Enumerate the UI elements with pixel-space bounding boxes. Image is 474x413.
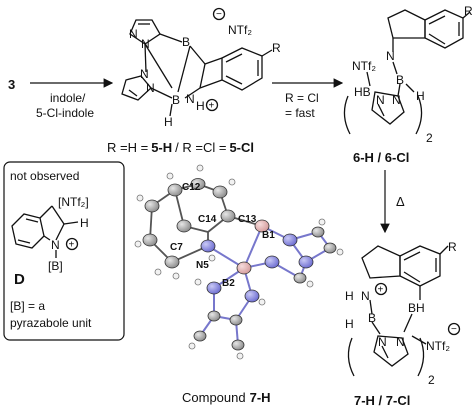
c7-h2: H: [345, 317, 354, 331]
box-boron-unit: [B]: [48, 259, 63, 273]
c5-bh-hydrogen: H: [164, 115, 173, 129]
c6-hb-atom: HB: [354, 85, 371, 99]
c5-indole-nitrogen: N: [186, 92, 195, 106]
c6-n2-label: N: [392, 93, 401, 107]
c7-minus-sign: −: [451, 324, 457, 335]
c7-boron: B: [368, 311, 376, 325]
box-plus-circle: [65, 237, 79, 251]
c5-boron-lower: B: [172, 93, 180, 107]
atom-label-c12: C12: [182, 182, 201, 193]
compound-6-structure: [343, 9, 471, 135]
c6-subscript: 2: [426, 131, 433, 145]
compound-7-label: 7-H / 7-Cl: [354, 393, 410, 408]
c7-bh: BH: [408, 301, 425, 315]
c6-boron: B: [396, 73, 404, 87]
box-note-line2: pyrazabole unit: [10, 316, 92, 330]
atom-label-c13: C13: [238, 214, 257, 225]
c7-plus-circle: [374, 282, 388, 296]
compound-6-label: 6-H / 6-Cl: [353, 150, 409, 165]
box-nitrogen: N: [51, 238, 60, 252]
c5-n2-label: N: [141, 37, 150, 51]
c6-ntf2-group: NTf₂: [352, 59, 376, 73]
atom-label-n5: N5: [196, 260, 209, 271]
reactant-number: 3: [8, 77, 15, 92]
atom-label-c14: C14: [198, 214, 217, 225]
c7-n2: N: [378, 335, 387, 349]
c5-boron-upper: B: [182, 35, 190, 49]
compound-5-label: R =H =5-H/ R =Cl =5-Cl: [107, 140, 254, 155]
compound-5-structure: [121, 19, 273, 117]
atom-label-b1: B1: [262, 230, 275, 241]
c5-n1-label: N: [129, 27, 138, 41]
c5-substituent: R: [272, 41, 281, 55]
step2-line1: R = Cl: [285, 91, 319, 105]
c5-counterion: NTf₂: [228, 23, 252, 37]
c5-plus-sign: +: [209, 101, 215, 112]
box-counterion: [NTf₂]: [58, 195, 89, 209]
not-observed-box: [3, 161, 125, 341]
c5-n4-label: N: [146, 81, 155, 95]
compound-d-letter: D: [14, 271, 25, 288]
c6-indoline-nitrogen: N: [386, 49, 395, 63]
crystal-structure: [134, 164, 344, 360]
step1-line1: indole/: [50, 91, 86, 105]
atom-label-c7: C7: [170, 242, 183, 253]
c6-hydrogen: H: [416, 89, 425, 103]
atom-label-b2: B2: [222, 278, 235, 289]
c5-minus-circle: [212, 7, 226, 21]
compound-7-structure: [347, 245, 449, 377]
c7-minus-circle: [447, 322, 461, 336]
heat-symbol: Δ: [396, 194, 405, 209]
c7-h1: H: [345, 289, 354, 303]
c7-n1: N: [361, 289, 370, 303]
c7-ntf2-group: NTf₂: [426, 339, 450, 353]
box-title: not observed: [10, 169, 79, 183]
c5-nh-hydrogen: H: [196, 99, 205, 113]
compound-d-structure: [11, 205, 79, 258]
step2-line2: = fast: [285, 106, 315, 120]
c5-minus-sign: −: [216, 9, 222, 20]
c6-substituent: R: [464, 4, 473, 18]
c5-plus-circle: [205, 98, 219, 112]
c7-substituent: R: [448, 240, 457, 254]
box-hydrogen: H: [80, 216, 89, 230]
c7-plus-sign: +: [378, 285, 384, 296]
c6-n1-label: N: [376, 93, 385, 107]
c7-n3: N: [396, 335, 405, 349]
box-note-line1: [B] = a: [10, 299, 45, 313]
step1-line2: 5-Cl-indole: [36, 106, 94, 120]
c7-subscript: 2: [428, 373, 435, 387]
c5-n3-label: N: [140, 67, 149, 81]
box-plus-sign: +: [69, 240, 75, 251]
